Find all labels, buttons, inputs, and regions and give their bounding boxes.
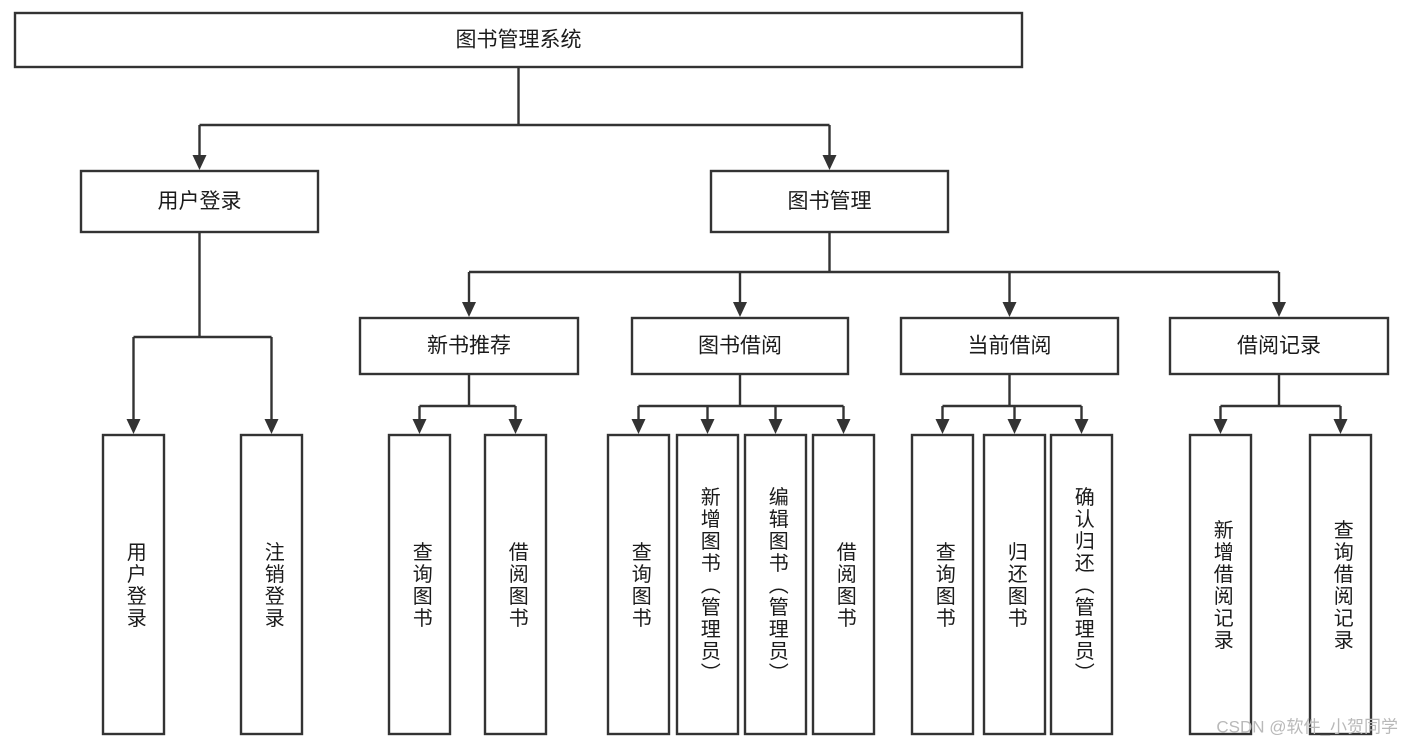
- node-new-book-rec[interactable]: 新书推荐: [358, 316, 580, 376]
- node-leaf-borrow-book[interactable]: 借阅图书: [811, 433, 876, 736]
- node-leaf-user-logout[interactable]: 注销登录: [239, 433, 304, 736]
- node-label-current-borrow: 当前借阅: [968, 335, 1052, 358]
- node-leaf-borrow-book-rec[interactable]: 借阅图书: [483, 433, 548, 736]
- node-user-login[interactable]: 用户登录: [79, 169, 320, 234]
- node-leaf-user-login[interactable]: 用户登录: [101, 433, 166, 736]
- node-label-leaf-user-login: 用户登录: [123, 542, 146, 630]
- node-box-leaf-return-book: [982, 433, 1047, 736]
- node-leaf-add-record[interactable]: 新增借阅记录: [1188, 433, 1253, 736]
- connector-group-book-borrow: [631, 374, 851, 434]
- arrow-head-icon: [1333, 419, 1348, 434]
- connector-group-current-borrow: [935, 374, 1089, 434]
- node-label-book-borrow: 图书借阅: [698, 335, 782, 358]
- node-label-leaf-return-book: 归还图书: [1004, 541, 1027, 629]
- node-label-leaf-query-book-cur: 查询图书: [932, 541, 955, 629]
- node-book-borrow[interactable]: 图书借阅: [630, 316, 850, 376]
- arrow-head-icon: [700, 419, 715, 434]
- node-label-leaf-add-book: 新增图书（管理员）: [697, 486, 720, 684]
- node-book-manage[interactable]: 图书管理: [709, 169, 950, 234]
- node-box-leaf-query-record: [1308, 433, 1373, 736]
- arrow-head-icon: [822, 155, 837, 170]
- arrow-head-icon: [1074, 419, 1089, 434]
- arrow-head-icon: [1272, 302, 1286, 317]
- node-leaf-add-book[interactable]: 新增图书（管理员）: [675, 433, 740, 736]
- node-box-leaf-query-book-cur: [910, 433, 975, 736]
- node-label-borrow-record: 借阅记录: [1237, 335, 1321, 358]
- node-leaf-confirm-return[interactable]: 确认归还（管理员）: [1049, 433, 1114, 736]
- node-label-leaf-confirm-return: 确认归还（管理员）: [1071, 486, 1094, 684]
- node-borrow-record[interactable]: 借阅记录: [1168, 316, 1390, 376]
- node-label-user-login: 用户登录: [158, 190, 242, 213]
- node-leaf-query-book-rec[interactable]: 查询图书: [387, 433, 452, 736]
- arrow-head-icon: [768, 419, 783, 434]
- node-label-leaf-edit-book: 编辑图书（管理员）: [765, 486, 788, 684]
- arrow-head-icon: [412, 419, 427, 434]
- arrow-head-icon: [631, 419, 646, 434]
- arrow-head-icon: [508, 419, 523, 434]
- node-root[interactable]: 图书管理系统: [13, 11, 1024, 69]
- connector-group-new-book-rec: [412, 374, 523, 434]
- node-leaf-query-record[interactable]: 查询借阅记录: [1308, 433, 1373, 736]
- node-leaf-query-book-cur[interactable]: 查询图书: [910, 433, 975, 736]
- node-label-leaf-query-book-rec: 查询图书: [409, 541, 432, 629]
- node-leaf-query-book-borrow[interactable]: 查询图书: [606, 433, 671, 736]
- arrow-head-icon: [462, 302, 476, 317]
- node-label-leaf-query-book-borrow: 查询图书: [628, 541, 651, 629]
- nodes-layer: 新书推荐图书借阅当前借阅借阅记录用户登录图书管理图书管理系统用户登录注销登录查询…: [13, 11, 1390, 736]
- node-box-leaf-borrow-book-rec: [483, 433, 548, 736]
- node-box-book-borrow: [630, 316, 850, 376]
- node-label-leaf-query-record: 查询借阅记录: [1330, 519, 1353, 651]
- node-box-leaf-add-record: [1188, 433, 1253, 736]
- watermark-label: CSDN @软件_小贺同学: [1216, 717, 1398, 736]
- node-label-new-book-rec: 新书推荐: [427, 335, 511, 358]
- node-leaf-edit-book[interactable]: 编辑图书（管理员）: [743, 433, 808, 736]
- arrow-head-icon: [935, 419, 950, 434]
- arrow-head-icon: [1002, 302, 1017, 317]
- connector-group-user-login: [126, 232, 279, 434]
- node-box-current-borrow: [899, 316, 1120, 376]
- node-box-new-book-rec: [358, 316, 580, 376]
- arrow-head-icon: [733, 302, 747, 317]
- node-box-book-manage: [709, 169, 950, 234]
- arrow-head-icon: [1007, 419, 1022, 434]
- arrow-head-icon: [1213, 419, 1228, 434]
- connector-group-book-manage: [462, 232, 1286, 317]
- node-box-leaf-add-book: [675, 433, 740, 736]
- node-box-leaf-query-book-rec: [387, 433, 452, 736]
- node-box-root: [13, 11, 1024, 69]
- node-label-leaf-user-logout: 注销登录: [261, 541, 284, 629]
- node-box-leaf-user-logout: [239, 433, 304, 736]
- node-label-root: 图书管理系统: [456, 29, 582, 52]
- node-label-leaf-borrow-book: 借阅图书: [833, 541, 856, 629]
- node-box-borrow-record: [1168, 316, 1390, 376]
- node-box-leaf-user-login: [101, 433, 166, 736]
- node-label-book-manage: 图书管理: [788, 190, 872, 213]
- connector-group-root: [192, 67, 837, 170]
- arrow-head-icon: [126, 419, 141, 434]
- node-label-leaf-add-record: 新增借阅记录: [1210, 519, 1233, 651]
- arrow-head-icon: [836, 419, 851, 434]
- node-current-borrow[interactable]: 当前借阅: [899, 316, 1120, 376]
- node-leaf-return-book[interactable]: 归还图书: [982, 433, 1047, 736]
- node-label-leaf-borrow-book-rec: 借阅图书: [505, 541, 528, 629]
- node-box-leaf-query-book-borrow: [606, 433, 671, 736]
- arrow-head-icon: [264, 419, 279, 434]
- arrow-head-icon: [192, 155, 207, 170]
- node-box-user-login: [79, 169, 320, 234]
- connectors-layer: [126, 67, 1348, 434]
- connector-group-borrow-record: [1213, 374, 1348, 434]
- node-box-leaf-confirm-return: [1049, 433, 1114, 736]
- node-box-leaf-edit-book: [743, 433, 808, 736]
- node-box-leaf-borrow-book: [811, 433, 876, 736]
